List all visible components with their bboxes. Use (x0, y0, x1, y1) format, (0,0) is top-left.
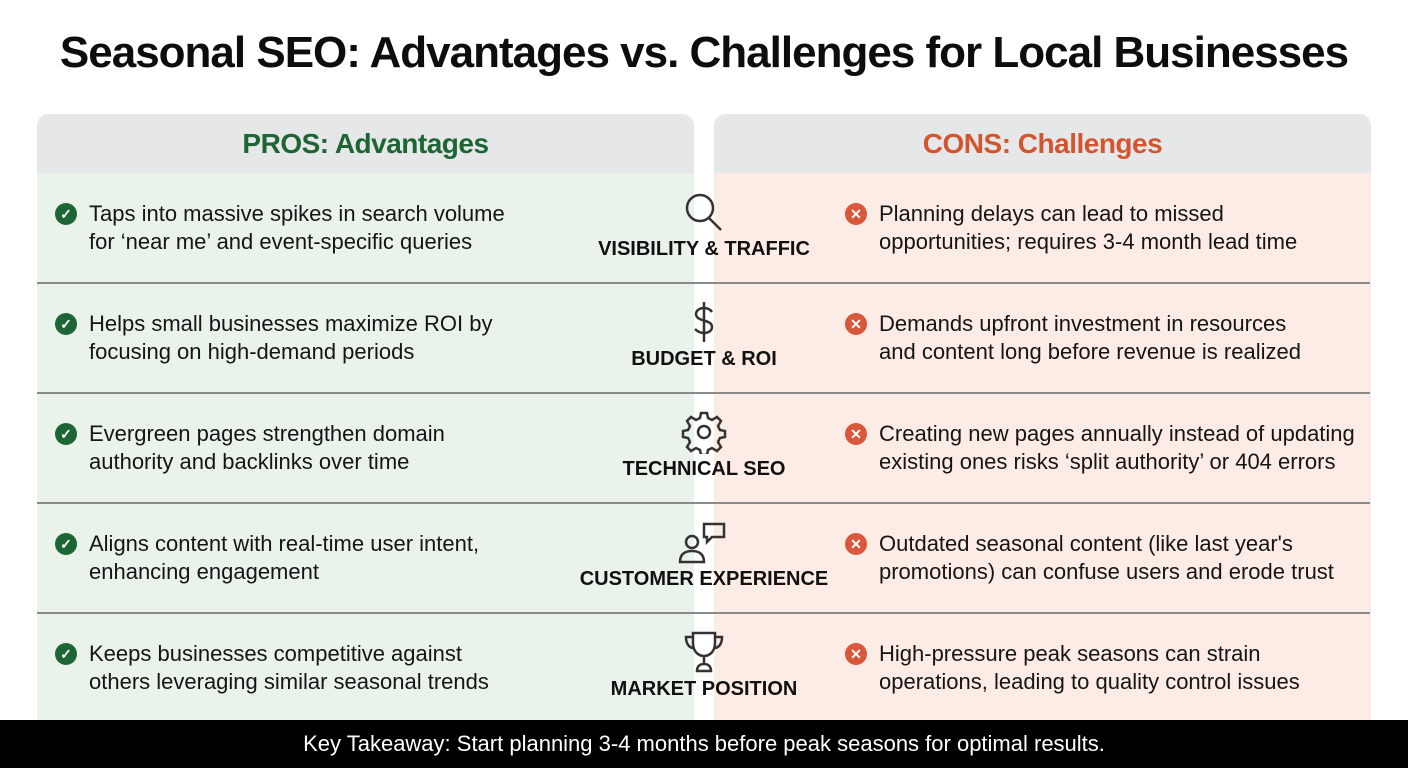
category-label: CUSTOMER EXPERIENCE (579, 568, 829, 590)
cons-panel: CONS: Challenges (714, 114, 1371, 720)
pro-line: others leveraging similar seasonal trend… (89, 669, 489, 694)
con-line: operations, leading to quality control i… (879, 669, 1300, 694)
con-line: Creating new pages annually instead of u… (879, 421, 1355, 446)
pro-item: ✓ Keeps businesses competitive against oth… (55, 640, 489, 696)
con-line: Demands upfront investment in resources (879, 311, 1287, 336)
con-line: and content long before revenue is reali… (879, 339, 1301, 364)
row-divider (37, 282, 1370, 284)
category-label: BUDGET & ROI (631, 348, 777, 370)
con-line: Planning delays can lead to missed (879, 201, 1224, 226)
x-circle-icon: ✕ (845, 313, 867, 335)
x-circle-icon: ✕ (845, 423, 867, 445)
con-line: Outdated seasonal content (like last yea… (879, 531, 1293, 556)
con-item: ✕ High-pressure peak seasons can strain op… (845, 640, 1300, 696)
x-circle-icon: ✕ (845, 203, 867, 225)
pros-panel: PROS: Advantages (37, 114, 694, 720)
page-title: Seasonal SEO: Advantages vs. Challenges … (59, 28, 1349, 77)
con-item: ✕ Demands upfront investment in resources… (845, 310, 1301, 366)
pro-item: ✓ Helps small businesses maximize ROI by f… (55, 310, 492, 366)
pro-line: Aligns content with real-time user inten… (89, 531, 480, 556)
row-divider (37, 612, 1370, 614)
check-circle-icon: ✓ (55, 533, 77, 555)
pro-line: Taps into massive spikes in search volum… (89, 201, 505, 226)
user-chat-icon (554, 520, 854, 564)
pro-line: focusing on high-demand periods (89, 339, 415, 364)
row-divider (37, 502, 1370, 504)
check-circle-icon: ✓ (55, 313, 77, 335)
pro-item: ✓ Taps into massive spikes in search volu… (55, 200, 505, 256)
pro-item: ✓ Aligns content with real-time user inte… (55, 530, 479, 586)
con-line: opportunities; requires 3-4 month lead t… (879, 229, 1298, 254)
pro-line: authority and backlinks over time (89, 449, 410, 474)
key-takeaway-footer: Key Takeaway: Start planning 3-4 months … (0, 720, 1408, 768)
dollar-icon (554, 300, 854, 344)
check-circle-icon: ✓ (55, 203, 77, 225)
pro-line: for ‘near me’ and event-specific queries (89, 229, 473, 254)
row-divider (37, 392, 1370, 394)
category: BUDGET & ROI (554, 300, 854, 371)
category: TECHNICAL SEO (554, 410, 854, 481)
con-item: ✕ Creating new pages annually instead of … (845, 420, 1355, 476)
x-circle-icon: ✕ (845, 533, 867, 555)
x-circle-icon: ✕ (845, 643, 867, 665)
check-circle-icon: ✓ (55, 423, 77, 445)
category-label: VISIBILITY & TRAFFIC (598, 238, 810, 260)
pro-line: Keeps businesses competitive against (89, 641, 462, 666)
con-line: High-pressure peak seasons can strain (879, 641, 1261, 666)
con-item: ✕ Outdated seasonal content (like last ye… (845, 530, 1334, 586)
con-line: promotions) can confuse users and erode … (879, 559, 1334, 584)
cons-header: CONS: Challenges (714, 114, 1371, 173)
category: CUSTOMER EXPERIENCE (554, 520, 854, 591)
category: MARKET POSITION (554, 630, 854, 701)
pro-line: enhancing engagement (89, 559, 319, 584)
trophy-icon (554, 630, 854, 674)
gear-icon (554, 410, 854, 454)
pro-item: ✓ Evergreen pages strengthen domain author… (55, 420, 445, 476)
category-label: MARKET POSITION (610, 678, 798, 700)
con-item: ✕ Planning delays can lead to missed oppor… (845, 200, 1297, 256)
con-line: existing ones risks ‘split authority’ or… (879, 449, 1336, 474)
search-icon (554, 190, 854, 234)
category-label: TECHNICAL SEO (622, 458, 786, 480)
check-circle-icon: ✓ (55, 643, 77, 665)
category: VISIBILITY & TRAFFIC (554, 190, 854, 261)
pro-line: Helps small businesses maximize ROI by (89, 311, 493, 336)
pro-line: Evergreen pages strengthen domain (89, 421, 445, 446)
pros-header: PROS: Advantages (37, 114, 694, 173)
